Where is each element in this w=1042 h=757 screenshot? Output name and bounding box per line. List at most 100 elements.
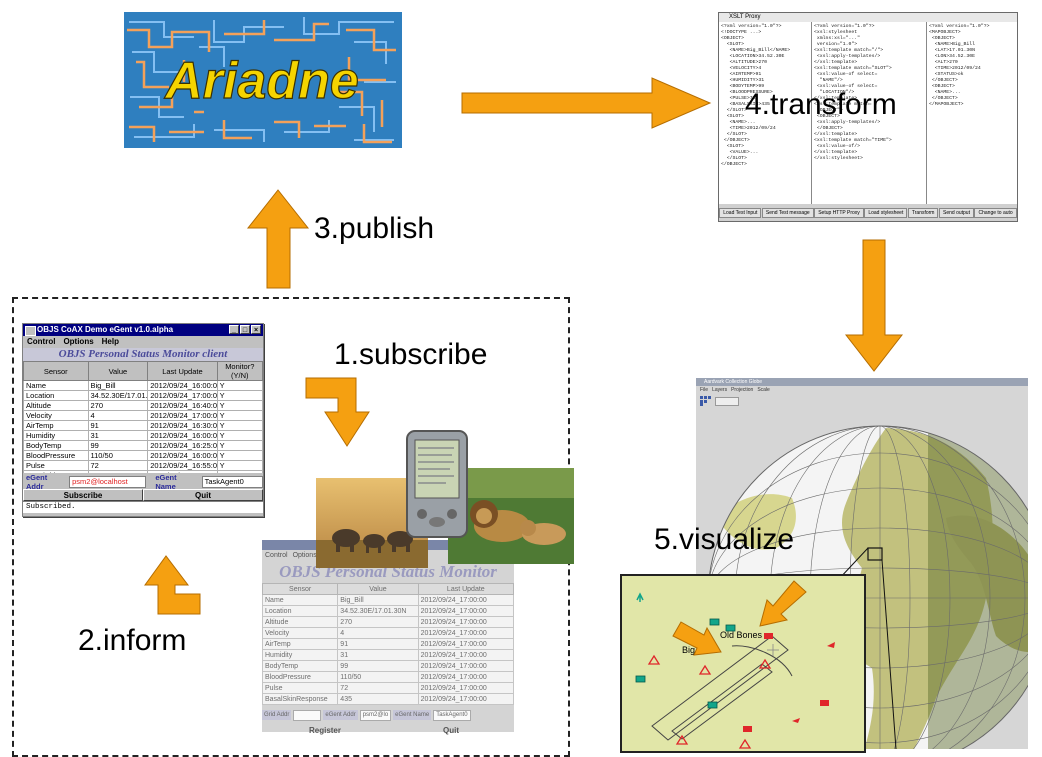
globe-menu-scale[interactable]: Scale: [757, 387, 770, 393]
lions-photo: [448, 468, 574, 564]
table-cell: 2012/09/24_17:00:00: [417, 693, 515, 705]
arrow-up-publish: [246, 189, 310, 289]
arrow-down-to-globe: [844, 239, 904, 372]
minimize-button[interactable]: _: [229, 325, 239, 334]
grid-addr-field[interactable]: [293, 709, 322, 721]
xslt-button[interactable]: Change to auto: [974, 207, 1017, 218]
maximize-button[interactable]: □: [240, 325, 250, 334]
col-value[interactable]: Value: [87, 361, 149, 381]
col-sensor[interactable]: Sensor: [23, 361, 89, 381]
globe-menu-file[interactable]: File: [700, 387, 709, 393]
monitor-menu-control[interactable]: Control: [265, 552, 288, 559]
xslt-button[interactable]: Setup HTTP Proxy: [814, 207, 864, 218]
monitor-egent-name-field[interactable]: TaskAgent0: [433, 709, 471, 721]
egent-name-field[interactable]: TaskAgent0: [201, 476, 263, 488]
monitor-menu-options[interactable]: Options: [292, 552, 317, 559]
red-marker: [820, 700, 829, 706]
step-visualize-label: 5.visualize: [654, 523, 795, 556]
egent-address-row: eGent Addr psm2@localhost eGent Name Tas…: [23, 473, 263, 491]
monitor-egent-addr-field[interactable]: psm2@lo: [359, 709, 392, 721]
step-subscribe-label: 1.subscribe: [334, 338, 488, 371]
xslt-titlebar: XSLT Proxy: [719, 13, 1017, 22]
person-marker: [636, 592, 644, 602]
sensor-table-container: Sensor Value Last Update Monitor? (Y/N) …: [23, 361, 263, 473]
red-triangle: [758, 658, 772, 669]
egent-addr-label: eGent Addr: [26, 473, 48, 491]
green-marker: [725, 624, 736, 632]
globe-window: Aardvark Collection Globe File Layers Pr…: [696, 378, 1028, 749]
zoom-grid-icon[interactable]: [700, 396, 712, 406]
ariadne-logo: Ariadne: [124, 12, 402, 148]
scale-field[interactable]: [715, 396, 739, 406]
zoom-region-box: [867, 547, 883, 561]
table-cell: BasalSkinResponse: [261, 693, 339, 705]
close-button[interactable]: ×: [251, 325, 261, 334]
red-marker: [743, 726, 752, 732]
monitor-menubar: Control Options: [262, 550, 514, 561]
map-inset: Old Bones Big Bill: [620, 574, 866, 753]
globe-menu-projection[interactable]: Projection: [731, 387, 754, 393]
ariadne-maze-image: Ariadne: [124, 12, 402, 148]
monitor-address-row: Grid Addr eGent Addr psm2@lo eGent Name …: [262, 708, 514, 722]
globe-menu-layers[interactable]: Layers: [712, 387, 728, 393]
arrow-elbow-inform: [144, 555, 201, 615]
arrow-to-big-bill: [672, 621, 722, 656]
menu-options[interactable]: Options: [63, 337, 94, 346]
xslt-button[interactable]: Send output: [939, 207, 974, 218]
egent-title: OBJS CoAX Demo eGent v1.0.alpha: [37, 325, 174, 334]
red-triangle: [738, 738, 752, 749]
xslt-proxy-window: XSLT Proxy <?xml version="1.0"?> <!DOCTY…: [718, 12, 1018, 222]
step-publish-label: 3.publish: [314, 212, 435, 245]
menu-help[interactable]: Help: [101, 337, 119, 346]
quit-button[interactable]: Quit: [143, 489, 263, 501]
arrow-right-to-transform: [461, 77, 712, 129]
globe-titlebar: Aardvark Collection Globe: [696, 378, 1028, 386]
table-cell: 435: [337, 693, 419, 705]
xslt-button[interactable]: Send Test message: [761, 207, 814, 218]
table-cell: Y: [216, 470, 263, 473]
globe-menubar: File Layers Projection Scale: [696, 386, 1028, 394]
monitor-egent-addr-label: eGent Addr: [323, 710, 358, 720]
col-monitor[interactable]: Monitor? (Y/N): [216, 361, 263, 381]
red-triangle: [647, 654, 661, 665]
red-aircraft: [792, 718, 800, 723]
sensor-table: Sensor Value Last Update Monitor? (Y/N) …: [23, 361, 263, 473]
stylesheet-pane[interactable]: <?xml version="1.0"?> <xsl:stylesheet xm…: [812, 22, 927, 204]
register-button[interactable]: Register: [308, 726, 341, 735]
egent-caption: OBJS Personal Status Monitor client: [23, 348, 263, 361]
xslt-button[interactable]: Load stylesheet: [864, 207, 908, 218]
monitor-quit-button[interactable]: Quit: [443, 726, 459, 735]
step-inform-label: 2.inform: [78, 624, 187, 657]
egent-name-label: eGent Name: [155, 473, 177, 491]
output-xml-pane[interactable]: <?xml version="1.0"?> <MAPOBJECT> <OBJEC…: [929, 24, 990, 107]
monitor-button-row: Register Quit: [262, 724, 514, 738]
egent-client-window: OBJS CoAX Demo eGent v1.0.alpha _ □ × Co…: [22, 323, 264, 517]
menu-control[interactable]: Control: [27, 337, 56, 346]
input-xml-pane[interactable]: <?xml version="1.0"?> <!DOCTYPE ...> <OB…: [719, 22, 812, 204]
egent-addr-field[interactable]: psm2@localhost: [69, 476, 147, 488]
grid-addr-label: Grid Addr: [262, 710, 292, 720]
red-marker: [764, 633, 773, 639]
egent-menubar: Control Options Help: [23, 336, 263, 348]
arrow-to-old-bones: [759, 580, 807, 627]
map-label-old-bones: Old Bones: [720, 630, 763, 640]
subscribe-button[interactable]: Subscribe: [23, 489, 143, 501]
xslt-button[interactable]: Load Test Input: [719, 207, 762, 218]
xslt-button[interactable]: Transform: [907, 207, 939, 218]
arrow-elbow-subscribe: [305, 377, 370, 447]
ariadne-logo-text: Ariadne: [163, 52, 359, 110]
